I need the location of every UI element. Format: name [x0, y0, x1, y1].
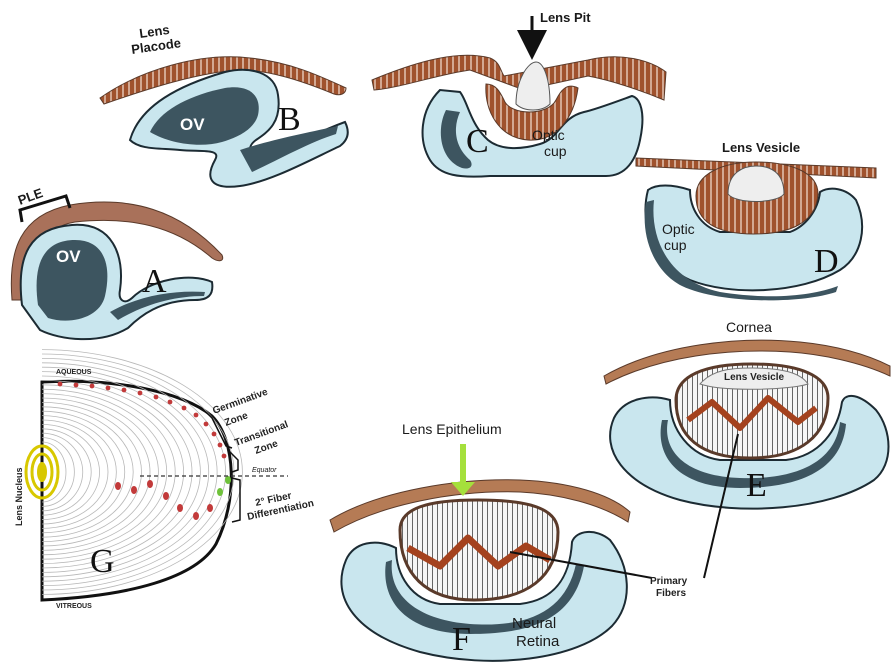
epithelial-cell-dot: [182, 406, 187, 411]
germinative-zone-label-2: Zone: [223, 410, 250, 429]
differentiating-nucleus-dot: [163, 492, 169, 500]
panel-b: Lens Placode OV B: [100, 22, 348, 187]
epithelial-cell-dot: [138, 391, 143, 396]
panel-g-lens-nucleus: [26, 446, 58, 498]
differentiating-nucleus-dot: [131, 486, 137, 494]
differentiating-nucleus-dot: [193, 512, 199, 520]
panel-b-ov-label: OV: [180, 115, 205, 134]
primary-fibers-label-2: Fibers: [656, 588, 686, 599]
vitreous-label: VITREOUS: [56, 603, 92, 610]
cornea-label: Cornea: [726, 319, 772, 335]
neural-retina-label-2: Retina: [516, 633, 560, 650]
lens-placode-label-2: Placode: [130, 35, 181, 57]
epithelial-cell-dot: [222, 454, 227, 459]
epithelial-cell-dot: [58, 382, 63, 387]
lens-pit-label: Lens Pit: [540, 10, 591, 25]
panel-a-ov-label: OV: [56, 247, 81, 266]
primary-fibers-label-1: Primary: [650, 576, 688, 587]
panel-d-letter: D: [814, 243, 839, 280]
epithelial-cell-dot: [194, 413, 199, 418]
panel-e: Cornea Lens Vesicle E: [604, 319, 890, 509]
differentiating-nucleus-dot: [225, 476, 231, 484]
epithelial-cell-dot: [212, 432, 217, 437]
lens-vesicle-label-e: Lens Vesicle: [724, 372, 784, 383]
panel-c-letter: C: [466, 123, 489, 160]
neural-retina-label-1: Neural: [512, 615, 556, 632]
aqueous-label: AQUEOUS: [56, 369, 92, 376]
epithelial-cell-dot: [168, 400, 173, 405]
panel-g: Equator AQUEOUS VITREOUS Lens Nucleus Ge…: [14, 350, 315, 610]
panel-c-cup-label-2: cup: [544, 143, 567, 159]
panel-a: PLE OV A: [11, 185, 222, 339]
differentiating-nucleus-dot: [177, 504, 183, 512]
differentiating-nucleus-dot: [217, 488, 223, 496]
panel-d-cup-label-1: Optic: [662, 221, 695, 237]
differentiating-nucleus-dot: [115, 482, 121, 490]
lens-nucleus-label: Lens Nucleus: [14, 467, 24, 526]
epithelial-cell-dot: [218, 443, 223, 448]
epithelial-cell-dot: [122, 388, 127, 393]
panel-b-letter: B: [278, 101, 301, 138]
panel-e-letter: E: [746, 467, 767, 504]
epithelial-cell-dot: [106, 386, 111, 391]
panel-c-cup-label-1: Optic: [532, 127, 565, 143]
differentiating-nucleus-dot: [147, 480, 153, 488]
epithelial-cell-dot: [154, 395, 159, 400]
epithelial-cell-dot: [204, 422, 209, 427]
panel-a-letter: A: [142, 263, 167, 300]
lens-epithelium-label: Lens Epithelium: [402, 421, 502, 437]
panel-g-letter: G: [90, 543, 115, 580]
panel-d-cup-label-2: cup: [664, 237, 687, 253]
epithelial-cell-dot: [74, 383, 79, 388]
epithelial-cell-dot: [90, 384, 95, 389]
panel-f-letter: F: [452, 621, 471, 658]
panel-c: Lens Pit Optic cup C: [372, 10, 666, 177]
panel-d: Lens Vesicle Optic cup D: [636, 140, 876, 300]
lens-vesicle-label-d: Lens Vesicle: [722, 140, 800, 155]
differentiating-nucleus-dot: [207, 504, 213, 512]
equator-label: Equator: [252, 467, 277, 474]
